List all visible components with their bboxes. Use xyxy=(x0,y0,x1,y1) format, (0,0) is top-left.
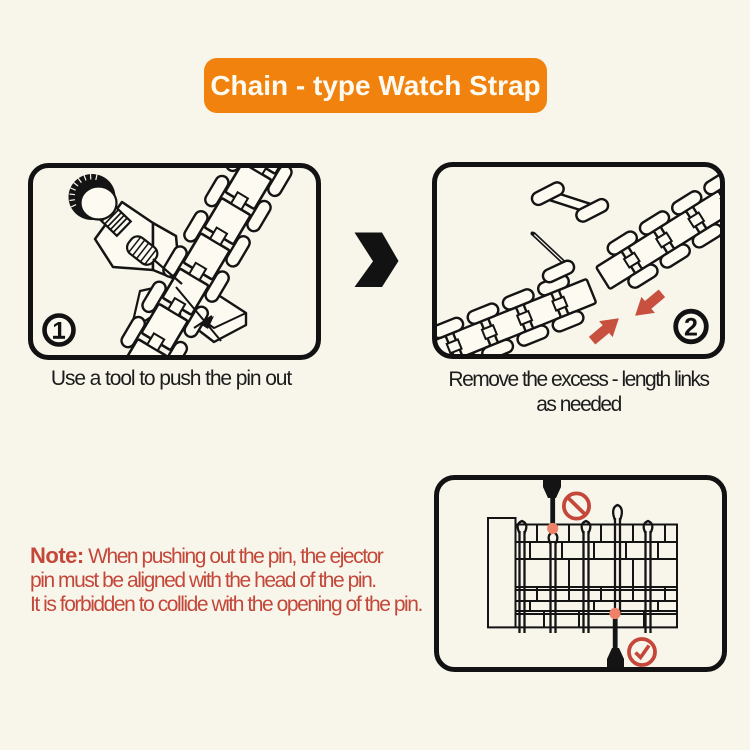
svg-text:2: 2 xyxy=(684,314,698,342)
svg-text:1: 1 xyxy=(52,318,65,345)
